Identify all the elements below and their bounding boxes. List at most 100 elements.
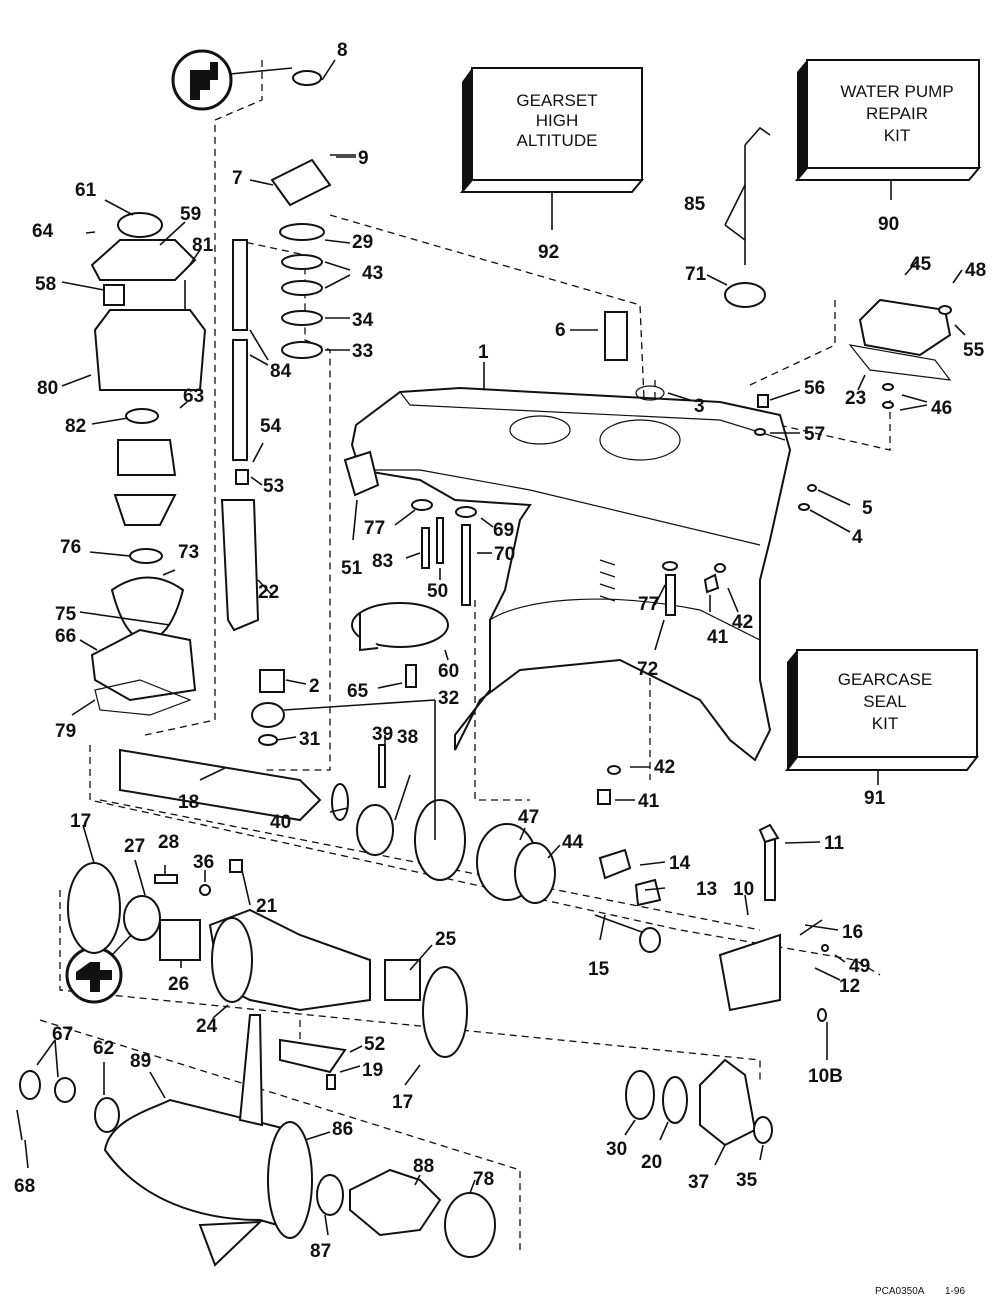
callout-41: 41 xyxy=(707,627,729,648)
callout-89: 89 xyxy=(130,1051,151,1072)
callout-79: 79 xyxy=(55,721,76,742)
callout-54: 54 xyxy=(260,416,282,437)
callout-44: 44 xyxy=(562,832,584,853)
callout-55: 55 xyxy=(963,340,985,361)
callout-91: 91 xyxy=(864,788,886,809)
callout-5: 5 xyxy=(862,498,873,519)
callout-76: 76 xyxy=(60,537,81,558)
lower-unit-parts xyxy=(67,859,468,1090)
callout-2: 2 xyxy=(309,676,320,697)
callout-20: 20 xyxy=(641,1152,662,1173)
callout-73: 73 xyxy=(178,542,199,563)
kit-box-gearset: GEARSET HIGH ALTITUDE xyxy=(459,67,645,230)
callout-33: 33 xyxy=(352,341,373,362)
callout-4: 4 xyxy=(852,527,863,548)
callout-90: 90 xyxy=(878,214,899,235)
callout-11: 11 xyxy=(824,833,845,854)
water-pump-parts xyxy=(90,212,207,716)
callout-6: 6 xyxy=(555,320,566,341)
kit-label-line: HIGH xyxy=(536,111,579,130)
callout-68: 68 xyxy=(14,1176,35,1197)
kit-label-line: KIT xyxy=(884,126,910,145)
callout-31: 31 xyxy=(299,729,321,750)
callout-67: 67 xyxy=(52,1024,73,1045)
callout-24: 24 xyxy=(196,1016,218,1037)
callout-83: 83 xyxy=(372,551,393,572)
callout-60: 60 xyxy=(438,661,459,682)
callout-29: 29 xyxy=(352,232,373,253)
callout-labels: 8 9 7 29 43 34 33 84 61 64 59 81 58 80 8… xyxy=(14,40,986,1262)
callout-58: 58 xyxy=(35,274,56,295)
callout-82: 82 xyxy=(65,416,86,437)
drawing-date: 1-96 xyxy=(945,1286,965,1297)
kit-label-line: WATER PUMP xyxy=(840,82,953,101)
callout-16: 16 xyxy=(842,922,863,943)
callout-10b: 10B xyxy=(808,1066,843,1087)
callout-64: 64 xyxy=(32,221,54,242)
callout-39: 39 xyxy=(372,724,393,745)
callout-80: 80 xyxy=(37,378,58,399)
callout-26: 26 xyxy=(168,974,189,995)
callout-65: 65 xyxy=(347,681,369,702)
kit-label-line: GEARCASE xyxy=(838,670,932,689)
callout-70: 70 xyxy=(494,544,515,565)
callout-40: 40 xyxy=(270,812,291,833)
callout-23: 23 xyxy=(845,388,866,409)
right-side-parts xyxy=(604,126,952,511)
callout-13: 13 xyxy=(696,879,717,900)
callout-81: 81 xyxy=(192,235,214,256)
lubricant-icon-top xyxy=(171,49,293,111)
callout-86: 86 xyxy=(332,1119,353,1140)
kit-box-gearcase-seal: GEARCASE SEAL KIT xyxy=(784,649,980,785)
callout-52: 52 xyxy=(364,1034,385,1055)
callout-48: 48 xyxy=(965,260,986,281)
kit-label-line: REPAIR xyxy=(866,104,928,123)
callout-27: 27 xyxy=(124,836,145,857)
callout-28: 28 xyxy=(158,832,179,853)
callout-1: 1 xyxy=(478,342,489,363)
callout-30: 30 xyxy=(606,1139,627,1160)
drawing-code: PCA0350A xyxy=(875,1286,925,1297)
callout-45: 45 xyxy=(910,254,932,275)
callout-56: 56 xyxy=(804,378,825,399)
callout-77: 77 xyxy=(638,594,659,615)
assembly-dashed-lines xyxy=(39,60,891,1250)
callout-59: 59 xyxy=(180,204,201,225)
callout-77: 77 xyxy=(364,518,385,539)
middle-parts xyxy=(343,450,726,805)
driveshaft-parts xyxy=(220,70,356,746)
callout-17: 17 xyxy=(70,811,91,832)
callout-85: 85 xyxy=(684,194,706,215)
callout-38: 38 xyxy=(397,727,418,748)
callout-57: 57 xyxy=(804,424,825,445)
callout-14: 14 xyxy=(669,853,691,874)
callout-3: 3 xyxy=(694,396,705,417)
callout-17: 17 xyxy=(392,1092,413,1113)
callout-61: 61 xyxy=(75,180,97,201)
gearcase-housing xyxy=(350,386,792,762)
callout-25: 25 xyxy=(435,929,457,950)
callout-37: 37 xyxy=(688,1172,709,1193)
callout-75: 75 xyxy=(55,604,77,625)
callout-36: 36 xyxy=(193,852,214,873)
callout-88: 88 xyxy=(413,1156,434,1177)
callout-47: 47 xyxy=(518,807,539,828)
callout-9: 9 xyxy=(358,148,369,169)
callout-92: 92 xyxy=(538,242,559,263)
callout-32: 32 xyxy=(438,688,459,709)
callout-78: 78 xyxy=(473,1169,494,1190)
callout-72: 72 xyxy=(637,659,658,680)
callout-19: 19 xyxy=(362,1060,383,1081)
callout-8: 8 xyxy=(337,40,348,61)
callout-10: 10 xyxy=(733,879,754,900)
callout-51: 51 xyxy=(341,558,363,579)
callout-50: 50 xyxy=(427,581,448,602)
callout-53: 53 xyxy=(263,476,284,497)
callout-69: 69 xyxy=(493,520,514,541)
callout-62: 62 xyxy=(93,1038,114,1059)
callout-41: 41 xyxy=(638,791,660,812)
kit-label-line: ALTITUDE xyxy=(517,131,598,150)
callout-42: 42 xyxy=(654,757,675,778)
